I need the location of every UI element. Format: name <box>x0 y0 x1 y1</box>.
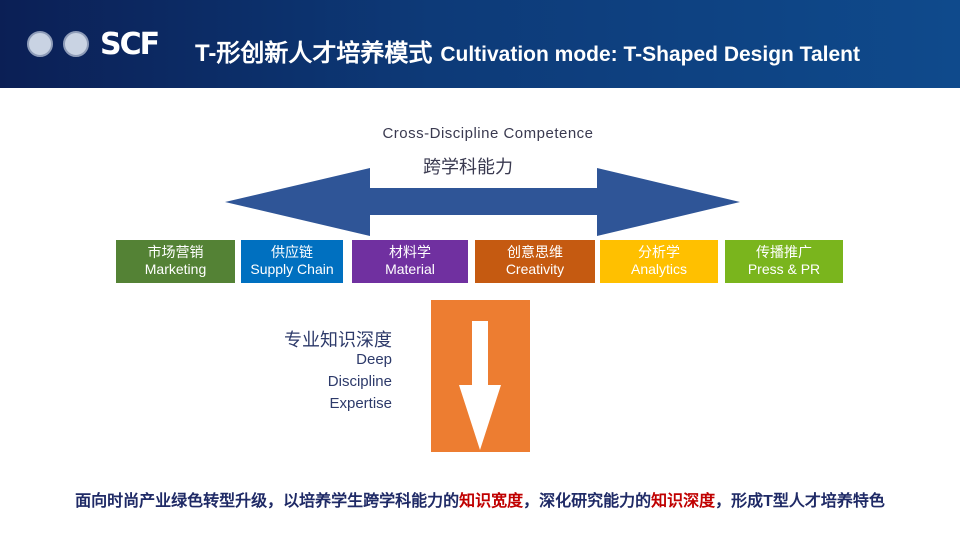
discipline-en: Press & PR <box>747 261 821 277</box>
caption-highlight-depth: 知识深度 <box>651 493 716 510</box>
discipline-en: Material <box>385 261 435 277</box>
caption-part: ，深化研究能力的 <box>523 493 652 510</box>
discipline-zh: 市场营销 <box>147 244 204 260</box>
discipline-zh: 传播推广 <box>756 244 812 260</box>
title-en: Cultivation mode: T-Shaped Design Talent <box>440 43 860 66</box>
cross-discipline-label-en: Cross-Discipline Competence <box>382 125 594 142</box>
summary-caption: 面向时尚产业绿色转型升级，以培养学生跨学科能力的知识宽度，深化研究能力的知识深度… <box>0 487 960 511</box>
scf-logo: SCF <box>100 27 160 62</box>
discipline-en: Analytics <box>630 261 688 277</box>
discipline-zh: 材料学 <box>389 244 431 260</box>
discipline-zh: 创意思维 <box>507 244 563 260</box>
discipline-en: Marketing <box>144 261 207 277</box>
title-zh: T-形创新人才培养模式 <box>195 40 433 67</box>
discipline-en: Supply Chain <box>250 261 334 277</box>
page-title: T-形创新人才培养模式 Cultivation mode: T-Shaped De… <box>195 33 860 68</box>
depth-label-zh: 专业知识深度 <box>284 330 392 350</box>
discipline-en: Creativity <box>505 261 565 277</box>
caption-part: 面向时尚产业绿色转型升级，以培养学生跨学科能力的 <box>75 493 460 510</box>
double-arrow-horizontal <box>225 168 740 236</box>
cross-discipline-label-zh: 跨学科能力 <box>423 157 513 177</box>
caption-part: ，形成T型人才培养特色 <box>715 493 885 510</box>
down-arrow-icon <box>459 321 501 450</box>
discipline-zh: 供应链 <box>271 244 313 260</box>
edinburgh-crest-logo <box>63 31 89 57</box>
caption-highlight-breadth: 知识宽度 <box>459 493 524 510</box>
depth-label-deep: Deep <box>356 351 392 368</box>
university-seal-logo <box>27 31 53 57</box>
depth-label-expertise: Expertise <box>329 395 392 412</box>
discipline-zh: 分析学 <box>638 244 680 260</box>
depth-label-discipline: Discipline <box>327 373 392 390</box>
header-banner: SCF T-形创新人才培养模式 Cultivation mode: T-Shape… <box>0 0 960 88</box>
